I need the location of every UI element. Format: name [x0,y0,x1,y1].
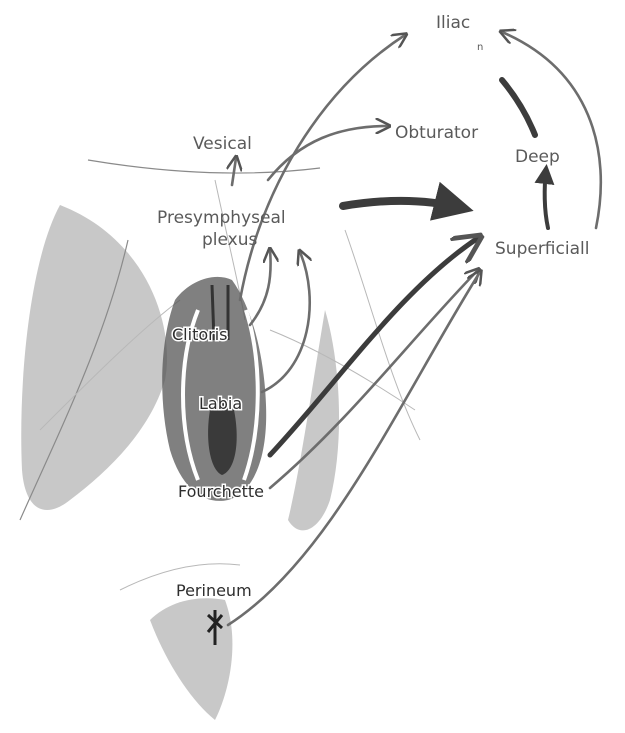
label-perineum: Perineum [176,581,252,600]
arrow-to-vesical [232,158,236,185]
right-thigh-shading [288,310,339,530]
label-deep: Deep [515,147,560,167]
arrow-deep-to-iliac [502,80,535,135]
drainage-arrows [228,32,601,625]
label-fourchette: Fourchette [178,482,264,501]
label-plexus: plexus [202,230,258,250]
arrow-clitoris-to-presymphyseal [250,250,271,325]
label-superficial: Superficiall [495,239,589,259]
arrow-superficial-to-deep [545,170,548,228]
label-clitoris: Clitoris [172,325,227,344]
label-iliac: Iliac [436,13,470,33]
label-vesical: Vesical [193,134,252,154]
label-presymphyseal: Presymphyseal [157,208,286,228]
arrow-presymphyseal-to-superficial [343,201,462,208]
label-iliac-sub: n [477,42,483,53]
right-thigh-outline [345,230,420,440]
arrow-superficial-to-iliac [502,32,601,228]
label-obturator: Obturator [395,123,478,143]
left-thigh-shading [21,205,167,510]
arrow-perineum-to-superficial [228,272,480,625]
label-labia: Labia [199,394,242,413]
arrow-presymphyseal-to-iliac [240,35,405,300]
